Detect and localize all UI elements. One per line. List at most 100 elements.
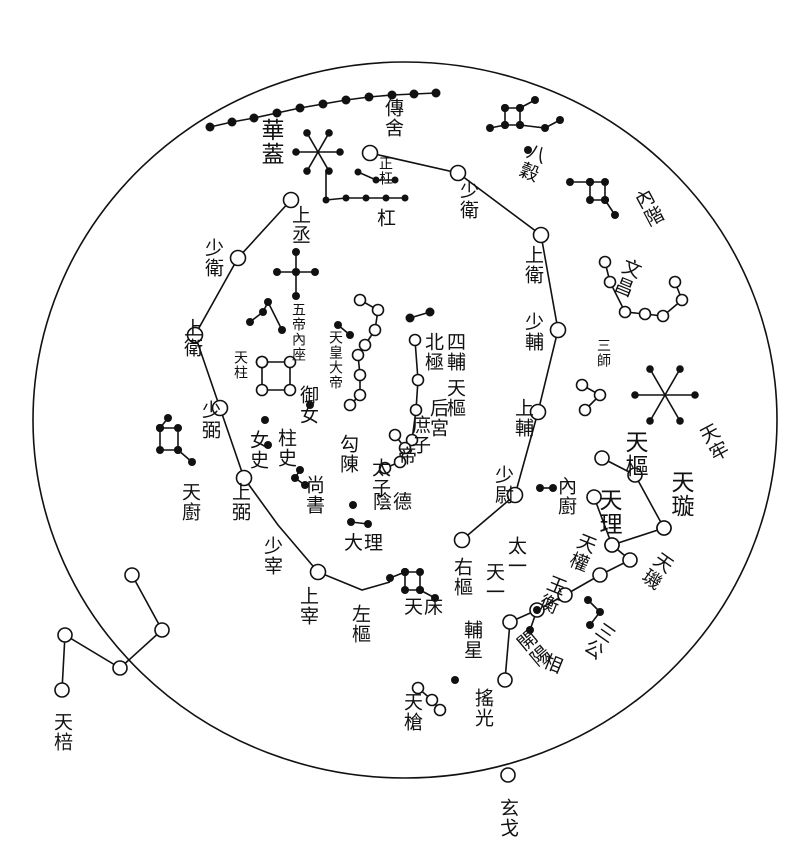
beiji-star xyxy=(405,433,419,447)
huagai-burst-star xyxy=(336,148,344,156)
wenchang-star xyxy=(656,309,670,323)
gang-star xyxy=(322,196,330,204)
right-wall-star xyxy=(506,486,524,504)
tianqiang-star xyxy=(433,703,447,717)
label-gang: 杠 xyxy=(374,208,396,228)
huagai-top-star xyxy=(249,113,259,123)
beiji-line xyxy=(411,339,419,441)
bagu-c-star xyxy=(516,121,524,129)
right-wall-star xyxy=(529,403,547,421)
neijie-a-star xyxy=(586,178,594,186)
right-wall-star xyxy=(453,531,471,549)
tianchu-box-star xyxy=(156,446,164,454)
label-shuzi: 庶子 xyxy=(409,415,431,455)
huagai-burst-star xyxy=(303,129,311,137)
tianzhu-box-star xyxy=(255,355,269,369)
beiji-star xyxy=(409,403,423,417)
bagu-b-star xyxy=(531,96,539,104)
tianzhu-star xyxy=(246,318,254,326)
wudi-v-star xyxy=(292,268,300,276)
label-nvshi: 女史 xyxy=(247,430,269,470)
wenchang-star xyxy=(598,255,612,269)
gouchen-star xyxy=(358,338,372,352)
gouchen-star xyxy=(368,323,382,337)
taizi-star xyxy=(378,461,392,475)
tianlao-burst-ray xyxy=(664,368,681,396)
outer-circle xyxy=(32,61,778,779)
label-yaoguang: 搖光 xyxy=(472,688,494,728)
tianzhu-star xyxy=(278,326,286,334)
huagai-top-star xyxy=(431,88,441,98)
beidou-bowl2-star xyxy=(656,520,672,536)
label-sifu: 四輔 xyxy=(444,332,466,372)
tianchu-a-star xyxy=(174,446,182,454)
label-tianshu-bd: 天樞 xyxy=(621,430,647,478)
neijie-box-star xyxy=(586,196,594,204)
tianpei-star xyxy=(154,622,170,638)
huagai-burst-star xyxy=(292,148,300,156)
beidou-star xyxy=(622,552,638,568)
left-wall-star xyxy=(229,249,247,267)
huagai-top-star xyxy=(364,92,374,102)
label-chuanshe: 傳舍 xyxy=(382,98,404,138)
wudi-h-star xyxy=(311,268,319,276)
taizi-star xyxy=(388,428,402,442)
label-shangwei-right: 上衛 xyxy=(522,245,544,285)
left-wall-star xyxy=(282,191,300,209)
label-shaowei-low: 少尉 xyxy=(492,465,514,505)
xuange-star xyxy=(500,767,516,783)
gouchen-star xyxy=(343,398,357,412)
zhenggang-star xyxy=(372,176,380,184)
wenchang-star xyxy=(618,305,632,319)
beidou-star xyxy=(592,567,608,583)
label-shaowei-left: 少衛 xyxy=(202,238,224,278)
wudi-v-star xyxy=(292,248,300,256)
right-wall-star xyxy=(361,144,379,162)
shangshu-star xyxy=(301,481,309,489)
left-wall-star xyxy=(309,563,327,581)
huagai-top-star xyxy=(409,89,419,99)
nvshi-star xyxy=(261,416,269,424)
bagu-b-star xyxy=(516,104,524,112)
shangshu-star xyxy=(291,474,299,482)
label-shangbi: 上弼 xyxy=(229,482,251,522)
bagu-c-star xyxy=(541,124,549,132)
label-fuxing: 輔星 xyxy=(461,620,483,660)
huagai-top-star xyxy=(387,90,397,100)
label-taizi: 太子 xyxy=(369,458,391,498)
label-tianli: 天理 xyxy=(595,488,621,536)
star-layer xyxy=(54,88,699,783)
tianlao-burst-ray xyxy=(649,368,666,396)
huagai-top-star xyxy=(295,103,305,113)
wenchang-star xyxy=(638,307,652,321)
tianchuang-b-star xyxy=(416,586,424,594)
neichu-star xyxy=(536,484,544,492)
tianchuang-box-star xyxy=(401,586,409,594)
neijie-a-star xyxy=(566,178,574,186)
fuxing-star xyxy=(533,606,541,614)
label-shangcheng: 上丞 xyxy=(289,205,311,245)
tianhuang-star xyxy=(346,331,354,339)
tianpei-star xyxy=(57,627,73,643)
fuxing-star xyxy=(526,626,534,634)
tianzhu-box-star xyxy=(255,383,269,397)
outline-layer xyxy=(32,61,778,779)
tianzhu-box-star xyxy=(283,355,297,369)
label-zhushi: 柱史 xyxy=(275,428,297,468)
huagai-burst-star xyxy=(303,167,311,175)
wenchang-star xyxy=(603,275,617,289)
gang-star xyxy=(382,194,390,202)
neijie-b-star xyxy=(601,196,609,204)
gouchen-star xyxy=(371,303,385,317)
beidou-bowl-star xyxy=(627,467,643,483)
label-shaobi-left: 少弼 xyxy=(199,400,221,440)
tianpei-star xyxy=(124,567,140,583)
label-shaowei-right: 少衛 xyxy=(457,180,479,220)
beiji-top-star xyxy=(405,313,415,323)
wenchang-star xyxy=(675,293,689,307)
tianpei-line xyxy=(61,574,164,691)
label-tianhuangdadi: 天皇大帝 xyxy=(327,330,343,390)
tianchuang-box-star xyxy=(416,568,424,576)
label-taiyi: 太一 xyxy=(505,536,527,576)
